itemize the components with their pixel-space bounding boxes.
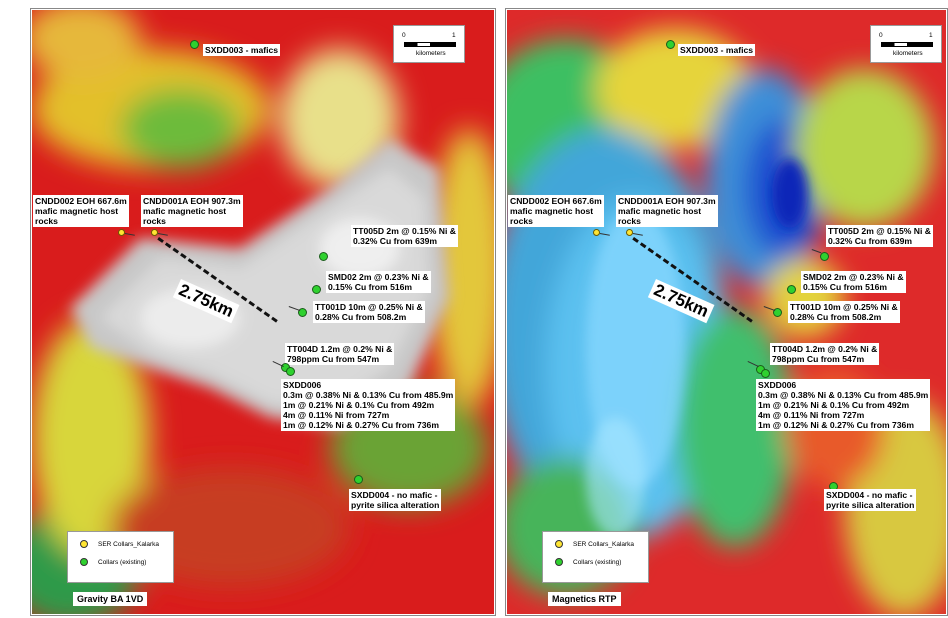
magnetics-map-panel: 0 1 kilometers SXDD003 - mafics CNDD002 … [505, 8, 948, 616]
label-sxdd004: SXDD004 - no mafic - pyrite silica alter… [824, 489, 917, 511]
collar-sxdd004[interactable] [354, 475, 363, 484]
map-legend: SER Collars_Kalarka Collars (existing) [542, 531, 649, 583]
scale-bar: 0 1 kilometers [393, 25, 465, 63]
map-title: Gravity BA 1VD [73, 592, 148, 606]
collar-cndd002[interactable] [118, 229, 125, 236]
label-sxdd003: SXDD003 - mafics [203, 44, 281, 56]
collar-sxdd003[interactable] [666, 40, 675, 49]
scale-zero: 0 [402, 32, 406, 39]
collar-sxdd006[interactable] [286, 367, 295, 376]
legend-item-ser-collars: SER Collars_Kalarka [80, 540, 159, 548]
label-sxdd003: SXDD003 - mafics [678, 44, 756, 56]
collar-sxdd006[interactable] [761, 369, 770, 378]
label-smd02: SMD02 2m @ 0.23% Ni & 0.15% Cu from 516m [326, 271, 431, 293]
legend-label: Collars (existing) [573, 558, 622, 566]
collar-cndd001a[interactable] [151, 229, 158, 236]
label-sxdd006: SXDD006 0.3m @ 0.38% Ni & 0.13% Cu from … [281, 379, 456, 431]
scale-one: 1 [929, 32, 933, 39]
collar-sxdd003[interactable] [190, 40, 199, 49]
label-tt001d: TT001D 10m @ 0.25% Ni & 0.28% Cu from 50… [788, 301, 900, 323]
legend-label: Collars (existing) [98, 558, 147, 566]
collar-tt001d[interactable] [298, 308, 307, 317]
label-cndd002: CNDD002 EOH 667.6m mafic magnetic host r… [508, 195, 604, 227]
label-sxdd006: SXDD006 0.3m @ 0.38% Ni & 0.13% Cu from … [756, 379, 931, 431]
legend-item-existing-collars: Collars (existing) [80, 558, 146, 566]
label-tt005d: TT005D 2m @ 0.15% Ni & 0.32% Cu from 639… [351, 225, 458, 247]
legend-item-ser-collars: SER Collars_Kalarka [555, 540, 634, 548]
collar-smd02[interactable] [312, 285, 321, 294]
label-cndd002: CNDD002 EOH 667.6m mafic magnetic host r… [33, 195, 129, 227]
scale-bar-graphic [404, 42, 456, 47]
map-title: Magnetics RTP [548, 592, 621, 606]
collar-tt001d[interactable] [773, 308, 782, 317]
label-tt005d: TT005D 2m @ 0.15% Ni & 0.32% Cu from 639… [826, 225, 933, 247]
scale-bar-graphic [881, 42, 933, 47]
gravity-map-raster [31, 9, 495, 615]
legend-label: SER Collars_Kalarka [98, 540, 160, 548]
collar-cndd001a[interactable] [626, 229, 633, 236]
collar-tt005d[interactable] [820, 252, 829, 261]
label-cndd001a: CNDD001A EOH 907.3m mafic magnetic host … [616, 195, 718, 227]
scale-zero: 0 [879, 32, 883, 39]
label-tt004d: TT004D 1.2m @ 0.2% Ni & 798ppm Cu from 5… [770, 343, 880, 365]
green-circle-icon [555, 558, 563, 566]
label-sxdd004: SXDD004 - no mafic - pyrite silica alter… [349, 489, 442, 511]
collar-tt005d[interactable] [319, 252, 328, 261]
map-legend: SER Collars_Kalarka Collars (existing) [67, 531, 174, 583]
scale-one: 1 [452, 32, 456, 39]
yellow-circle-icon [80, 540, 88, 548]
scale-unit: kilometers [416, 50, 446, 57]
green-circle-icon [80, 558, 88, 566]
label-tt001d: TT001D 10m @ 0.25% Ni & 0.28% Cu from 50… [313, 301, 425, 323]
label-tt004d: TT004D 1.2m @ 0.2% Ni & 798ppm Cu from 5… [285, 343, 395, 365]
scale-bar: 0 1 kilometers [870, 25, 942, 63]
label-cndd001a: CNDD001A EOH 907.3m mafic magnetic host … [141, 195, 243, 227]
scale-unit: kilometers [893, 50, 923, 57]
collar-smd02[interactable] [787, 285, 796, 294]
label-smd02: SMD02 2m @ 0.23% Ni & 0.15% Cu from 516m [801, 271, 906, 293]
legend-label: SER Collars_Kalarka [573, 540, 635, 548]
legend-item-existing-collars: Collars (existing) [555, 558, 621, 566]
yellow-circle-icon [555, 540, 563, 548]
gravity-map-panel: 0 1 kilometers SXDD003 - mafics CNDD002 … [30, 8, 496, 616]
collar-cndd002[interactable] [593, 229, 600, 236]
